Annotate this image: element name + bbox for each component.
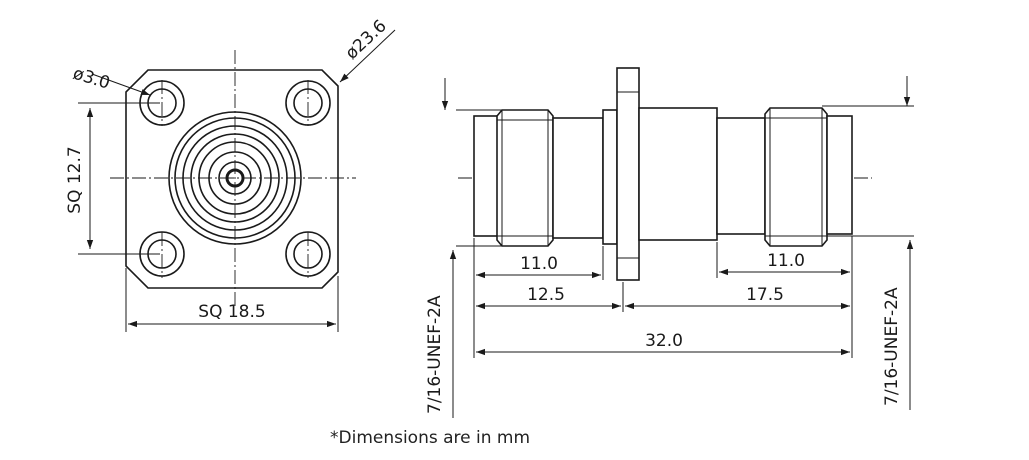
front-view: ø3.0 ø23.6 SQ 12.7 SQ 18.5: [65, 16, 396, 332]
hole-diameter-label: ø3.0: [71, 64, 113, 94]
side-square-label: SQ 12.7: [65, 146, 85, 213]
dim-overall: 32.0: [645, 331, 683, 351]
side-view: 7/16-UNEF-2A 7/16-UNEF-2A 11.0 11.0 12.5…: [425, 67, 914, 418]
dim-right-body: 11.0: [767, 251, 805, 271]
right-nose: [826, 115, 853, 235]
right-thread-label: 7/16-UNEF-2A: [882, 287, 902, 406]
left-nose: [473, 115, 501, 237]
panel-flange: [616, 67, 640, 281]
dim-left-body: 11.0: [520, 254, 558, 274]
bottom-square-label: SQ 18.5: [198, 302, 265, 322]
right-body: [638, 107, 718, 241]
left-coupling-nut: [496, 109, 554, 247]
units-note: *Dimensions are in mm: [330, 428, 531, 448]
dim-left-to-flange: 12.5: [527, 285, 565, 305]
right-coupling-nut: [764, 107, 828, 247]
flange-outline: [125, 69, 339, 289]
mounting-hole-bottom-right: [285, 231, 331, 277]
mounting-hole-top-right: [285, 80, 331, 126]
dim-flange-to-right: 17.5: [746, 285, 784, 305]
left-thread-label: 7/16-UNEF-2A: [425, 295, 445, 414]
left-body: [552, 117, 604, 239]
connector-face: [168, 111, 302, 245]
flange-ring: [602, 109, 618, 245]
right-neck: [716, 117, 766, 235]
